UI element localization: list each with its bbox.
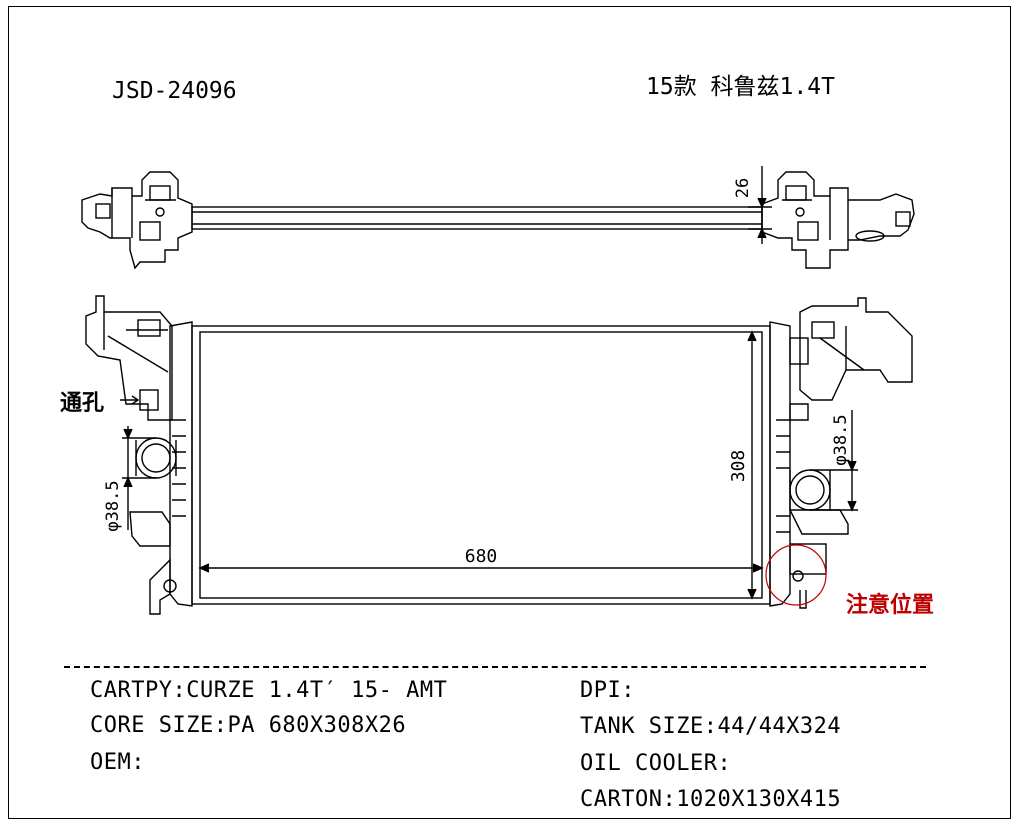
dim-pipe-right-label: φ38.5 — [831, 414, 851, 465]
spec-value: PA 680X308X26 — [227, 713, 407, 738]
dim-pipe-left-lines — [122, 426, 156, 530]
model-title: 15款 科鲁兹1.4T — [646, 74, 835, 100]
spec-value: 44/44X324 — [717, 714, 842, 739]
front-left-tank — [169, 321, 193, 607]
attention-label: 注意位置 — [846, 592, 934, 618]
drawing-frame — [8, 6, 1011, 819]
dim-height-label: 308 — [728, 450, 749, 483]
dim-thickness-label: 26 — [733, 178, 753, 198]
spec-key: CARTON: — [580, 787, 677, 812]
spec-key: OEM: — [90, 750, 145, 775]
vent-arrow — [120, 395, 140, 405]
spec-right-2: OIL COOLER: — [580, 751, 731, 777]
right-upper-bracket — [799, 297, 913, 401]
dim-pipe-left-label: φ38.5 — [103, 480, 123, 531]
top-core-strip — [191, 206, 763, 230]
spec-key: CORE SIZE: — [90, 713, 228, 738]
spec-key: TANK SIZE: — [580, 714, 718, 739]
front-view — [85, 295, 913, 615]
spec-value: CURZE 1.4T′ 15- AMT — [186, 678, 448, 703]
radiator-drawing: 26 680 308 φ38.5 φ38.5 通孔 注意位置 — [60, 166, 934, 618]
top-left-tank — [81, 171, 193, 270]
spec-key: OIL COOLER: — [580, 751, 732, 776]
top-right-tank — [761, 171, 915, 269]
spec-right-1: TANK SIZE:44/44X324 — [580, 714, 841, 740]
spec-value: 1020X130X415 — [676, 787, 842, 812]
spec-left-1: CORE SIZE:PA 680X308X26 — [90, 713, 406, 739]
spec-separator — [64, 666, 926, 668]
part-number: JSD-24096 — [112, 78, 237, 104]
spec-key: CARTPY: — [90, 678, 187, 703]
spec-key: DPI: — [580, 678, 635, 703]
spec-left-0: CARTPY:CURZE 1.4T′ 15- AMT — [90, 678, 447, 704]
spec-left-2: OEM: — [90, 750, 145, 776]
front-right-tank — [769, 321, 791, 607]
left-upper-bracket — [85, 295, 173, 421]
dim-pipe-right-lines — [810, 410, 858, 512]
dim-width-label: 680 — [465, 546, 498, 567]
attention-circle — [765, 544, 827, 606]
dim-thickness-lines — [748, 166, 772, 244]
left-outlet-stub — [129, 511, 171, 547]
right-tank-ribs — [776, 419, 790, 533]
dim-width-lines — [198, 563, 764, 573]
right-lower-boss — [789, 543, 827, 575]
spec-right-0: DPI: — [580, 678, 635, 704]
dim-height-lines — [747, 330, 757, 600]
vent-label: 通孔 — [60, 391, 104, 416]
left-tank-ribs — [172, 419, 186, 517]
top-view — [81, 171, 915, 270]
spec-right-3: CARTON:1020X130X415 — [580, 787, 841, 813]
